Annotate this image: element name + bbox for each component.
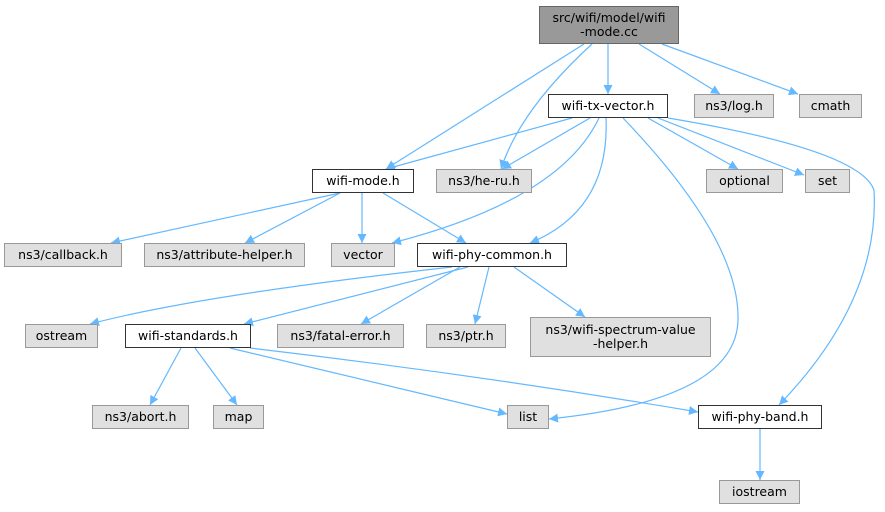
node-root-source-file[interactable]: src/wifi/model/wifi -mode.cc [539,6,679,44]
node-wifi-standards[interactable]: wifi-standards.h [125,324,251,348]
edge-txv-to-phyc [529,117,607,244]
edge-wstd-to-list [229,347,508,417]
node-iostream: iostream [719,480,800,504]
node-cmath: cmath [799,94,862,118]
node-ostream: ostream [25,324,98,348]
edge-txv-to-set [657,117,805,176]
node-set: set [805,169,850,193]
node-map: map [213,405,264,429]
edge-phyc-to-ptr [472,266,490,325]
node-ns3-he-ru: ns3/he-ru.h [436,169,532,193]
node-wifi-phy-band[interactable]: wifi-phy-band.h [698,405,822,429]
edge-txv-to-optional [647,117,739,170]
node-vector: vector [331,243,395,267]
edge-txv-to-wmode [385,117,573,171]
edge-phyc-to-fatal [360,266,461,325]
edge-wstd-to-abort [149,347,182,406]
edge-wstd-to-map [194,347,238,406]
edge-root-to-wmode [385,43,585,170]
edge-phyc-to-ostream [89,266,453,327]
edge-root-to-log [638,43,721,95]
node-ns3-callback: ns3/callback.h [4,243,122,267]
edge-wmode-to-phyc [382,192,467,244]
node-ns3-wifi-spectrum-value-helper: ns3/wifi-spectrum-value -helper.h [530,317,711,357]
node-ns3-fatal-error: ns3/fatal-error.h [277,324,404,348]
node-wifi-tx-vector[interactable]: wifi-tx-vector.h [548,94,668,118]
edge-phyc-to-wstd [243,266,469,327]
node-list: list [507,405,549,429]
edge-wstd-to-band [249,347,699,415]
node-ns3-ptr: ns3/ptr.h [426,324,506,348]
edge-wmode-to-callback [110,192,341,246]
node-ns3-attribute-helper: ns3/attribute-helper.h [144,243,305,267]
node-ns3-abort: ns3/abort.h [92,405,189,429]
node-optional: optional [706,169,783,193]
edge-txv-to-band [667,117,875,406]
node-ns3-log: ns3/log.h [694,94,774,118]
edge-root-to-cmath [661,43,799,96]
edge-phyc-to-spec [513,266,586,318]
edge-root-to-heru [499,43,593,170]
node-wifi-phy-common[interactable]: wifi-phy-common.h [417,243,567,267]
edge-txv-to-list [548,117,739,423]
node-wifi-mode[interactable]: wifi-mode.h [312,169,414,193]
edge-txv-to-heru [501,117,591,170]
edge-wmode-to-attr [244,192,341,244]
